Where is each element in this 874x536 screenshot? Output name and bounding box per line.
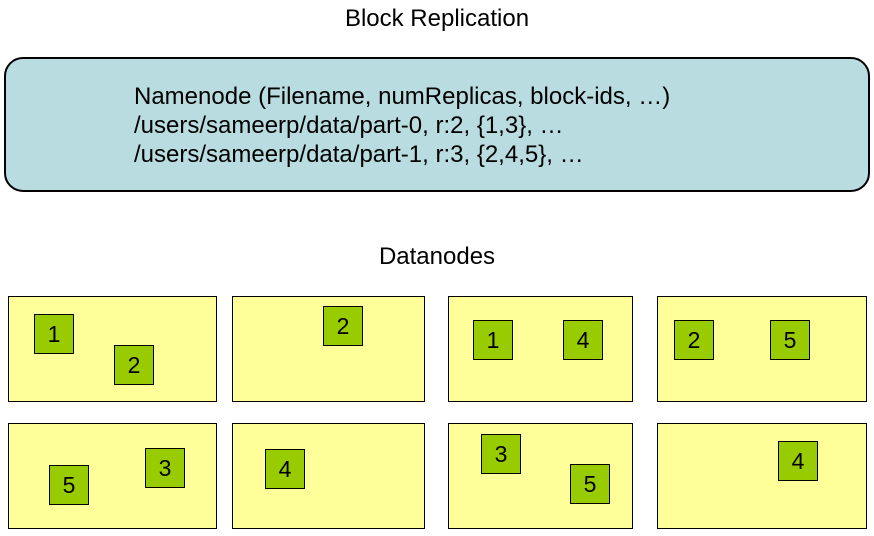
block-2: 2 xyxy=(323,306,363,346)
datanodes-heading: Datanodes xyxy=(378,243,496,270)
block-4: 4 xyxy=(563,320,603,360)
namenode-line: Namenode (Filename, numReplicas, block-i… xyxy=(134,83,671,110)
page-title: Block Replication xyxy=(344,5,530,32)
block-5: 5 xyxy=(570,464,610,504)
block-5: 5 xyxy=(770,320,810,360)
namenode-line: /users/sameerp/data/part-0, r:2, {1,3}, … xyxy=(134,112,564,139)
block-3: 3 xyxy=(481,434,521,474)
block-2: 2 xyxy=(674,320,714,360)
namenode-text: Namenode (Filename, numReplicas, block-i… xyxy=(134,82,670,169)
block-5: 5 xyxy=(49,465,89,505)
block-4: 4 xyxy=(778,441,818,481)
namenode-box: Namenode (Filename, numReplicas, block-i… xyxy=(4,57,870,192)
datanode-6: 4 xyxy=(232,423,425,529)
block-1: 1 xyxy=(34,314,74,354)
datanode-8: 4 xyxy=(657,423,867,529)
block-2: 2 xyxy=(114,345,154,385)
namenode-line: /users/sameerp/data/part-1, r:3, {2,4,5}… xyxy=(134,141,584,168)
datanode-2: 2 xyxy=(232,296,425,402)
block-1: 1 xyxy=(473,320,513,360)
block-3: 3 xyxy=(145,448,185,488)
block-4: 4 xyxy=(265,449,305,489)
